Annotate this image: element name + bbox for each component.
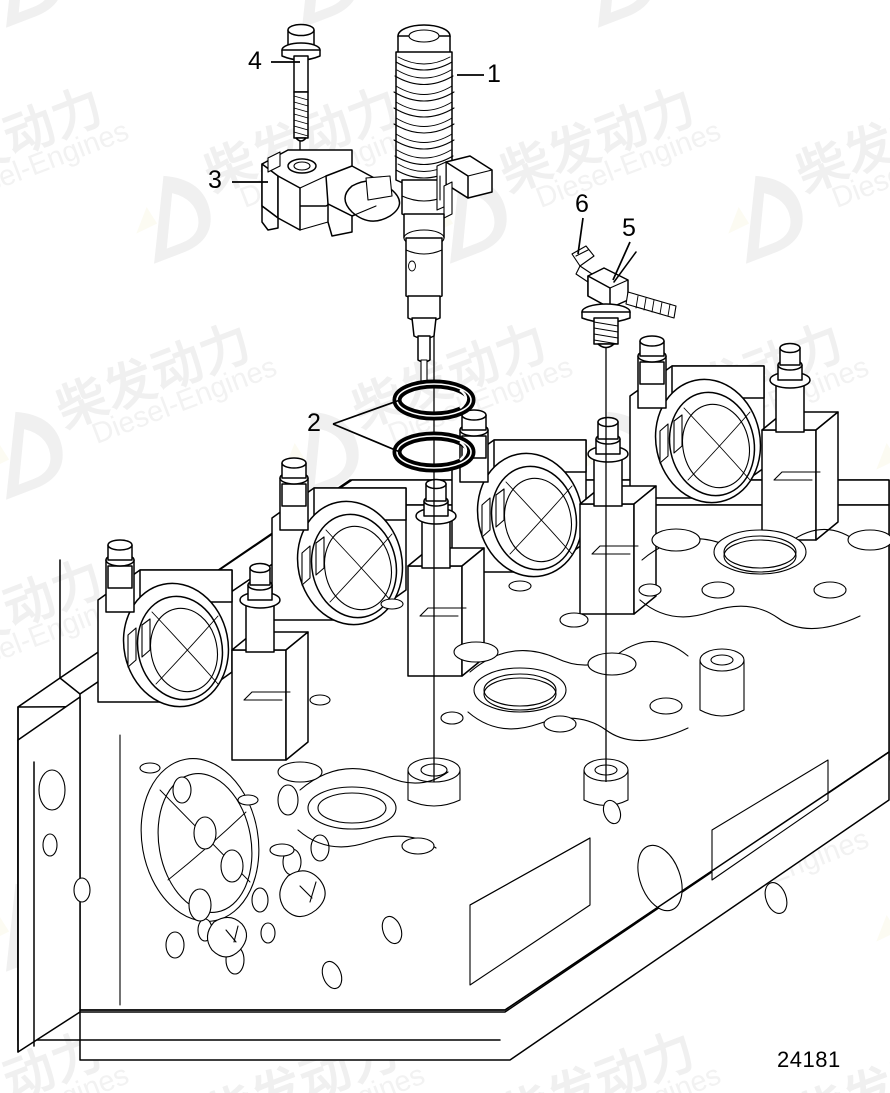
part-fuel-injector [393,24,493,383]
injector-electrical-connector [436,155,493,219]
bearing-cap-bolt-4 [637,335,667,409]
injector-bolt-post-d [761,342,839,541]
leader-2a [332,399,401,425]
injector-bolt-post-a [231,562,309,761]
glow-plug-body [581,251,677,349]
callout-5: 5 [622,214,636,242]
figure-number: 24181 [777,1047,841,1072]
callout-leader-lines [232,61,631,453]
part-glow-plug-assembly [571,245,677,349]
callout-2: 2 [307,409,321,437]
o-ring-lower [392,431,476,473]
callout-1: 1 [487,60,501,88]
bearing-cap-bolt-1 [105,539,135,613]
leader-6 [577,217,584,255]
part-injector-clamp [261,149,401,237]
bearing-cap-bolt-2 [279,457,309,531]
callout-4: 4 [248,47,262,75]
head-deck-face-detail [237,528,890,857]
leader-2b [332,423,401,453]
callout-6: 6 [575,190,589,218]
cylinder-head-casting [17,335,890,1061]
o-ring-upper [392,379,476,421]
part-o-rings [392,379,476,473]
head-side-coolant-holes [188,784,330,958]
leader-5 [612,241,631,281]
part-flange-bolt [281,23,321,142]
callout-3: 3 [208,166,222,194]
bolt-thread [293,95,309,137]
glow-plug-terminal-ribs [635,295,671,317]
